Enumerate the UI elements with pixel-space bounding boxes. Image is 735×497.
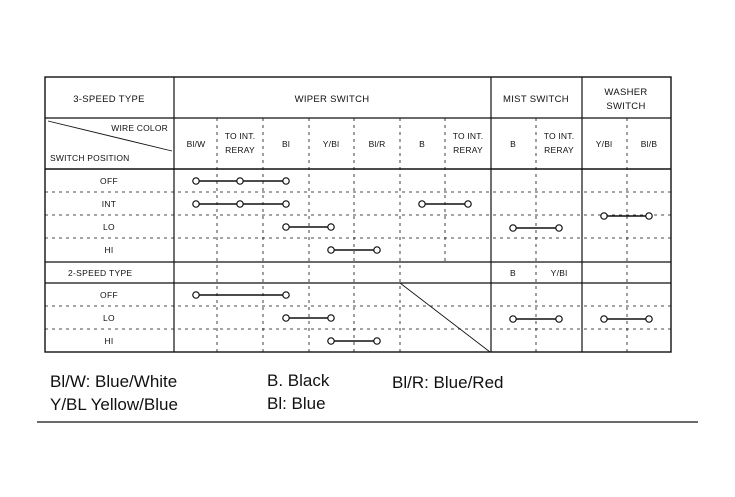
- terminal-node: [192, 177, 200, 185]
- row-label-off: OFF: [100, 176, 118, 186]
- type-label-3speed: 3-SPEED TYPE: [73, 94, 145, 105]
- terminal-node: [327, 314, 335, 322]
- col-header: TO INT.: [453, 131, 484, 141]
- mist-switch-header: MIST SWITCH: [503, 94, 569, 105]
- col-header: RERAY: [453, 145, 483, 155]
- col-header: TO INT.: [225, 131, 256, 141]
- wiper-switch-header: WIPER SWITCH: [295, 94, 370, 105]
- terminal-node: [464, 200, 472, 208]
- terminal-node: [600, 212, 608, 220]
- row-label-off-2: OFF: [100, 290, 118, 300]
- terminal-node: [509, 315, 517, 323]
- terminal-node: [192, 200, 200, 208]
- terminal-node: [282, 291, 290, 299]
- terminal-node: [282, 314, 290, 322]
- terminal-node: [282, 200, 290, 208]
- terminal-node: [509, 224, 517, 232]
- row-label-hi-2: HI: [104, 336, 113, 346]
- terminal-node: [236, 177, 244, 185]
- column-headers: Bl/W TO INT. RERAY Bl Y/Bl Bl/R B TO INT…: [187, 131, 658, 155]
- terminal-node: [555, 315, 563, 323]
- row-label-lo-2: LO: [103, 313, 115, 323]
- terminal-node: [373, 337, 381, 345]
- switch-position-label: SWITCH POSITION: [50, 153, 130, 163]
- terminal-node: [282, 177, 290, 185]
- legend-bl: Bl: Blue: [267, 394, 326, 413]
- washer-switch-header-2: SWITCH: [606, 101, 645, 112]
- type-label-2speed: 2-SPEED TYPE: [68, 268, 132, 278]
- col-header: B: [510, 139, 516, 149]
- legend-blr: Bl/R: Blue/Red: [392, 373, 504, 392]
- terminal-node: [373, 246, 381, 254]
- col-header: RERAY: [544, 145, 574, 155]
- col-header: Bl/B: [641, 139, 658, 149]
- terminal-node: [418, 200, 426, 208]
- row-label-lo: LO: [103, 222, 115, 232]
- terminal-node: [327, 337, 335, 345]
- wire-color-label: WIRE COLOR: [111, 123, 168, 133]
- legend-b: B. Black: [267, 371, 330, 390]
- col-header: B: [419, 139, 425, 149]
- terminal-node: [555, 224, 563, 232]
- col-header: RERAY: [225, 145, 255, 155]
- table-frame: [44, 76, 672, 353]
- terminal-node: [645, 315, 653, 323]
- col-header: Y/Bl: [596, 139, 612, 149]
- connections-2speed: [192, 291, 653, 345]
- col-header: Bl: [282, 139, 290, 149]
- mist-col-b-label: B: [510, 268, 516, 278]
- connections-3speed: [192, 177, 653, 254]
- col-header: Bl/W: [187, 139, 206, 149]
- washer-switch-header-1: WASHER: [604, 87, 647, 98]
- legend: Bl/W: Blue/White Y/BL Yellow/Blue B. Bla…: [50, 371, 504, 414]
- terminal-node: [600, 315, 608, 323]
- terminal-node: [236, 200, 244, 208]
- row-label-hi: HI: [104, 245, 113, 255]
- row-label-int: INT: [102, 199, 117, 209]
- col-header: TO INT.: [544, 131, 575, 141]
- terminal-node: [645, 212, 653, 220]
- terminal-node: [327, 246, 335, 254]
- terminal-node: [327, 223, 335, 231]
- terminal-node: [192, 291, 200, 299]
- col-header: Bl/R: [369, 139, 386, 149]
- legend-blw: Bl/W: Blue/White: [50, 372, 177, 391]
- mist-col-ybl-label: Y/Bl: [551, 268, 568, 278]
- col-header: Y/Bl: [323, 139, 339, 149]
- legend-ybl: Y/BL Yellow/Blue: [50, 395, 178, 414]
- terminal-node: [282, 223, 290, 231]
